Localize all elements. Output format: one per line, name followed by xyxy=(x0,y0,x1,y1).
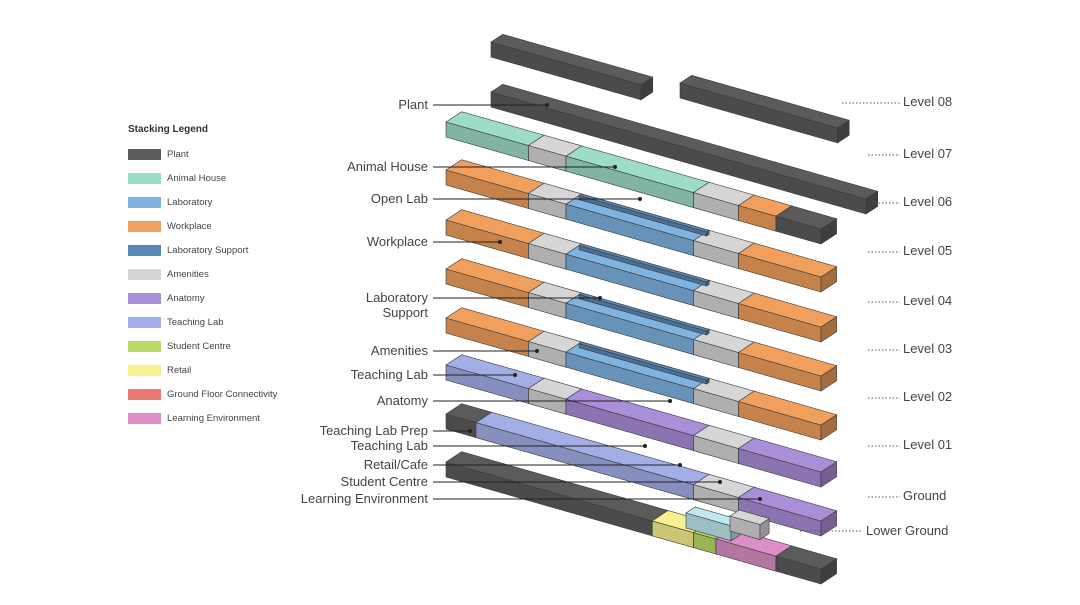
legend-item-laboratory-support: Laboratory Support xyxy=(128,245,328,269)
level-03-slab-lab-support-top xyxy=(578,341,710,381)
legend-swatch xyxy=(128,389,161,400)
callout-dot-6 xyxy=(513,373,517,377)
callout-plant: Plant xyxy=(398,97,428,112)
level-label-lower-ground: Lower Ground xyxy=(866,523,948,538)
level-07-slab-part-5-top xyxy=(775,205,838,230)
callout-leaders xyxy=(433,102,900,532)
level-label-01: Level 01 xyxy=(903,437,952,452)
legend-swatch xyxy=(128,245,161,256)
callout-teaching-lab-lower: Teaching Lab xyxy=(351,438,428,453)
stacking-legend: Stacking Legend Plant Animal House Labor… xyxy=(128,124,328,437)
callout-learning-environment: Learning Environment xyxy=(301,491,429,506)
legend-label: Ground Floor Connectivity xyxy=(167,389,278,400)
legend-label: Laboratory Support xyxy=(167,245,249,256)
legend-item-ground-floor-connectivity: Ground Floor Connectivity xyxy=(128,389,328,413)
level-label-ground: Ground xyxy=(903,488,946,503)
callout-support: Support xyxy=(382,305,428,320)
legend-item-student-centre: Student Centre xyxy=(128,341,328,365)
level-label-08: Level 08 xyxy=(903,94,952,109)
level-label-06: Level 06 xyxy=(903,194,952,209)
callout-dot-8 xyxy=(468,429,472,433)
legend-swatch xyxy=(128,413,161,424)
legend-items: Plant Animal House Laboratory Workplace … xyxy=(128,149,328,437)
legend-item-workplace: Workplace xyxy=(128,221,328,245)
legend-item-teaching-lab: Teaching Lab xyxy=(128,317,328,341)
floor-slabs xyxy=(445,33,879,585)
level-label-02: Level 02 xyxy=(903,389,952,404)
callout-dot-1 xyxy=(613,165,617,169)
legend-label: Plant xyxy=(167,149,189,160)
legend-swatch xyxy=(128,221,161,232)
level-08-plant-slab-top xyxy=(490,83,879,200)
legend-label: Laboratory xyxy=(167,197,213,208)
legend-label: Animal House xyxy=(167,173,227,184)
level-05-slab-lab-support-top xyxy=(578,243,710,283)
level-label-07: Level 07 xyxy=(903,146,952,161)
legend-item-animal-house: Animal House xyxy=(128,173,328,197)
callout-labels: Plant Animal House Open Lab Workplace La… xyxy=(301,97,429,506)
level-03-slab-part-4-top xyxy=(737,390,838,426)
callout-dot-9 xyxy=(643,444,647,448)
callout-open-lab: Open Lab xyxy=(371,191,428,206)
legend-item-plant: Plant xyxy=(128,149,328,173)
plant-roof-box-top xyxy=(490,33,654,86)
legend-label: Workplace xyxy=(167,221,212,232)
legend-label: Anatomy xyxy=(167,293,205,304)
legend-label: Student Centre xyxy=(167,341,231,352)
callout-workplace: Workplace xyxy=(367,234,428,249)
callout-dot-2 xyxy=(638,197,642,201)
legend-swatch xyxy=(128,269,161,280)
legend-item-amenities: Amenities xyxy=(128,269,328,293)
level-04-slab-lab-support-top xyxy=(578,292,710,332)
callout-dot-4 xyxy=(598,296,602,300)
legend-swatch xyxy=(128,341,161,352)
level-label-04: Level 04 xyxy=(903,293,952,308)
level-label-05: Level 05 xyxy=(903,243,952,258)
level-01-slab-part-3-top xyxy=(737,486,838,522)
legend-swatch xyxy=(128,149,161,160)
legend-swatch xyxy=(128,317,161,328)
callout-laboratory: Laboratory xyxy=(366,290,429,305)
callout-dot-12 xyxy=(758,497,762,501)
callout-amenities: Amenities xyxy=(371,343,429,358)
plant-east-box-top xyxy=(679,74,850,129)
callout-dot-11 xyxy=(718,480,722,484)
legend-swatch xyxy=(128,173,161,184)
callout-retail-cafe: Retail/Cafe xyxy=(364,457,428,472)
level-05-slab-part-4-top xyxy=(737,292,838,328)
legend-item-learning-environment: Learning Environment xyxy=(128,413,328,437)
callout-teaching-lab-upper: Teaching Lab xyxy=(351,367,428,382)
legend-title: Stacking Legend xyxy=(128,124,209,135)
ground-slab-part-4-top xyxy=(775,545,838,570)
legend-label: Amenities xyxy=(167,269,209,280)
lower-ground-core-top xyxy=(729,509,770,525)
level-04-slab-part-4-top xyxy=(737,341,838,377)
legend-swatch xyxy=(128,197,161,208)
callout-student-centre: Student Centre xyxy=(341,474,428,489)
callout-dot-0 xyxy=(545,103,549,107)
legend-label: Retail xyxy=(167,365,192,376)
callout-dot-5 xyxy=(535,349,539,353)
level-06-slab-part-4-top xyxy=(737,242,838,278)
level-06-slab-lab-support-top xyxy=(578,193,710,233)
callout-dot-3 xyxy=(498,240,502,244)
callout-dot-10 xyxy=(678,463,682,467)
legend-label: Teaching Lab xyxy=(167,317,224,328)
legend-item-retail: Retail xyxy=(128,365,328,389)
level-label-03: Level 03 xyxy=(903,341,952,356)
legend-swatch xyxy=(128,365,161,376)
legend-label: Learning Environment xyxy=(167,413,260,424)
legend-swatch xyxy=(128,293,161,304)
callout-anatomy: Anatomy xyxy=(377,393,429,408)
callout-dot-7 xyxy=(668,399,672,403)
legend-item-laboratory: Laboratory xyxy=(128,197,328,221)
level-labels: Level 08 Level 07 Level 06 Level 05 Leve… xyxy=(866,94,952,538)
callout-teaching-lab-prep: Teaching Lab Prep xyxy=(320,423,428,438)
legend-item-anatomy: Anatomy xyxy=(128,293,328,317)
callout-animal-house: Animal House xyxy=(347,159,428,174)
level-02-slab-part-4-top xyxy=(737,437,838,473)
